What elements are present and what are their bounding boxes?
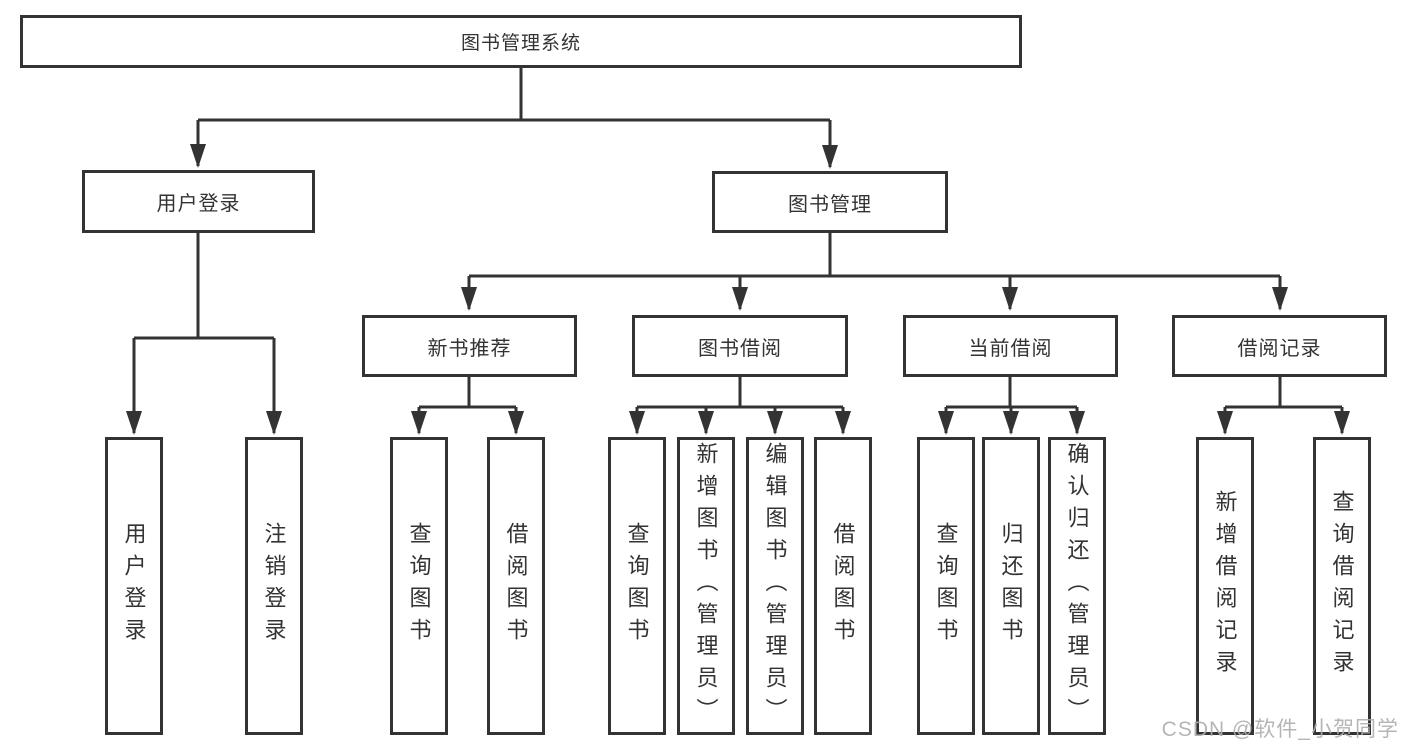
watermark: CSDN @软件_小贺同学 xyxy=(1161,718,1399,741)
leaf-newbooks-query-label: 查询图书 xyxy=(406,522,432,650)
node-user-login: 用户登录 xyxy=(82,170,315,233)
leaf-confirm-return-admin-label: 确认归还（管理员） xyxy=(1064,442,1090,730)
leaf-newbooks-borrow: 借阅图书 xyxy=(487,437,545,735)
node-borrow-records-label: 借阅记录 xyxy=(1237,337,1322,360)
node-user-login-label: 用户登录 xyxy=(156,193,241,215)
leaf-user-login-label: 用户登录 xyxy=(121,522,147,650)
node-book-borrow: 图书借阅 xyxy=(632,315,848,377)
leaf-current-query: 查询图书 xyxy=(917,437,975,735)
leaf-newbooks-query: 查询图书 xyxy=(390,437,448,735)
leaf-return-book-label: 归还图书 xyxy=(998,522,1024,650)
leaf-logout-label: 注销登录 xyxy=(261,522,287,650)
leaf-query-borrow-record: 查询借阅记录 xyxy=(1313,437,1371,735)
node-current-borrow: 当前借阅 xyxy=(903,315,1118,377)
leaf-borrow-book: 借阅图书 xyxy=(814,437,872,735)
leaf-newbooks-borrow-label: 借阅图书 xyxy=(503,522,529,650)
leaf-logout: 注销登录 xyxy=(245,437,303,735)
leaf-borrow-query-label: 查询图书 xyxy=(624,522,650,650)
node-new-book-recommend-label: 新书推荐 xyxy=(427,337,512,360)
leaf-edit-book-admin: 编辑图书（管理员） xyxy=(746,437,804,735)
leaf-add-borrow-record-label: 新增借阅记录 xyxy=(1212,490,1238,682)
node-current-borrow-label: 当前借阅 xyxy=(968,337,1053,360)
node-book-management-label: 图书管理 xyxy=(788,193,872,216)
leaf-add-book-admin-label: 新增图书（管理员） xyxy=(693,442,719,730)
node-library-system: 图书管理系统 xyxy=(20,15,1022,68)
node-borrow-records: 借阅记录 xyxy=(1172,315,1387,377)
leaf-edit-book-admin-label: 编辑图书（管理员） xyxy=(762,442,788,730)
leaf-add-borrow-record: 新增借阅记录 xyxy=(1196,437,1254,735)
leaf-user-login: 用户登录 xyxy=(105,437,163,735)
leaf-return-book: 归还图书 xyxy=(982,437,1040,735)
node-book-management: 图书管理 xyxy=(712,171,948,233)
leaf-borrow-book-label: 借阅图书 xyxy=(830,522,856,650)
leaf-add-book-admin: 新增图书（管理员） xyxy=(677,437,735,735)
node-book-borrow-label: 图书借阅 xyxy=(698,337,782,360)
leaf-confirm-return-admin: 确认归还（管理员） xyxy=(1048,437,1106,735)
leaf-borrow-query: 查询图书 xyxy=(608,437,666,735)
leaf-query-borrow-record-label: 查询借阅记录 xyxy=(1329,490,1355,682)
node-library-system-label: 图书管理系统 xyxy=(460,33,581,54)
leaf-current-query-label: 查询图书 xyxy=(933,522,959,650)
node-new-book-recommend: 新书推荐 xyxy=(362,315,577,377)
